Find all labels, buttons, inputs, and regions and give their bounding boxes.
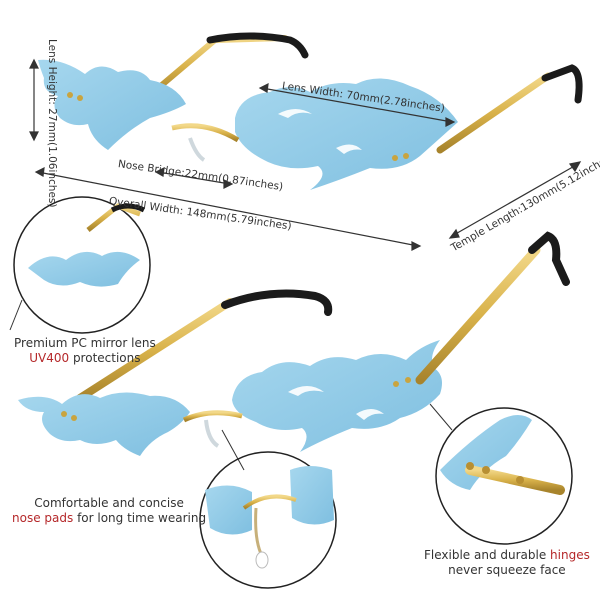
nosepad-caption-rest: for long time wearing [73,511,207,525]
top-bridge [171,123,240,143]
lens-callout [9,196,151,334]
hinge-caption-line1: Flexible and durable hinges [424,548,590,563]
nosepad-caption-line1: Comfortable and concise [34,496,184,510]
top-right-lens [235,78,458,190]
nosepad-callout [199,429,337,589]
main-bridge [182,410,243,423]
nosepad-caption-line2: nose pads for long time wearing [12,511,206,526]
top-left-lens [38,59,186,150]
nosepad-highlight: nose pads [12,511,74,525]
uv400-highlight: UV400 [29,351,70,365]
main-front-temple [415,245,541,385]
lens-caption-line1: Premium PC mirror lens [14,336,156,350]
lens-feature-caption: Premium PC mirror lens UV400 protections [14,336,156,366]
hinges-highlight: hinges [550,548,590,562]
main-back-temple [76,298,234,402]
top-glasses [38,32,583,190]
top-back-temple-tip [206,32,309,59]
main-glasses [18,231,570,456]
main-left-lens [18,392,190,456]
top-front-temple-tip [541,64,583,104]
main-back-temple-tip [221,289,333,316]
hinge-callout [429,403,573,545]
lens-height-label: Lens Height: 27mm(1.06inches) [46,39,58,208]
hinge-caption-prefix: Flexible and durable [424,548,551,562]
nosepad-feature-caption: Comfortable and concise nose pads for lo… [12,496,206,526]
lens-caption-rest: protections [69,351,141,365]
lens-caption-line2: UV400 protections [14,351,156,366]
main-right-lens [232,340,442,452]
main-front-temple-tip [528,231,570,286]
main-nose-pad [204,419,220,448]
top-nose-pad [188,137,206,162]
top-front-temple [436,72,552,154]
dimension-lines [29,58,582,251]
hinge-feature-caption: Flexible and durable hinges never squeez… [424,548,590,578]
hinge-caption-line2: never squeeze face [448,563,566,577]
